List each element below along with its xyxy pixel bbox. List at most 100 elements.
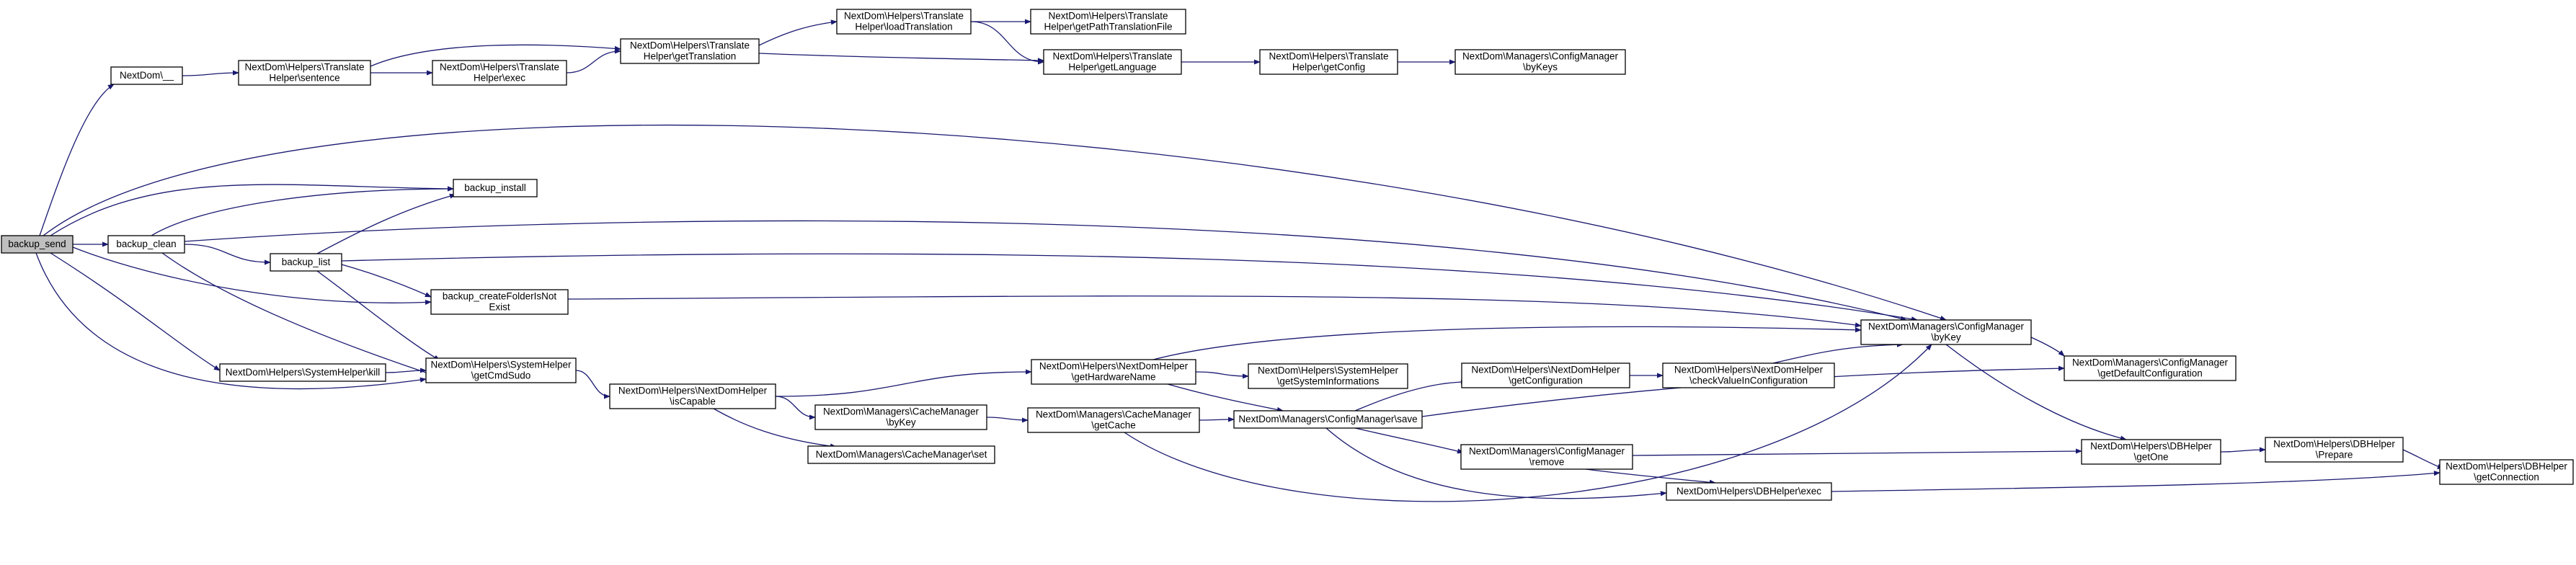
node-label: NextDom\Helpers\NextDomHelper bbox=[1039, 361, 1189, 372]
node-config_getDefaultConfiguration[interactable]: NextDom\Managers\ConfigManager\getDefaul… bbox=[2064, 355, 2237, 381]
node-label: NextDom\Managers\ConfigManager bbox=[1462, 51, 1619, 62]
edge-backup_send-to-nextdom_underscore bbox=[39, 84, 115, 236]
node-db_exec[interactable]: NextDom\Helpers\DBHelper\exec bbox=[1666, 482, 1832, 501]
node-config_remove[interactable]: NextDom\Managers\ConfigManager\remove bbox=[1460, 444, 1633, 470]
edge-backup_clean-to-system_getCmdSudo bbox=[161, 252, 433, 375]
node-box bbox=[2265, 437, 2404, 463]
edge-translate_sentence-to-translate_getTranslation bbox=[370, 44, 621, 67]
node-label: Helper\getTranslation bbox=[644, 51, 737, 62]
node-box bbox=[107, 235, 185, 254]
node-box bbox=[2064, 355, 2237, 381]
node-label: NextDom\Managers\CacheManager\set bbox=[816, 449, 987, 460]
node-config_byKey[interactable]: NextDom\Managers\ConfigManager\byKey bbox=[1860, 319, 2032, 345]
node-box bbox=[238, 60, 371, 86]
edge-translate_loadTranslation-to-translate_getLanguage bbox=[970, 21, 1044, 65]
edge-nextdom_getHardwareName-to-config_save bbox=[1167, 383, 1284, 412]
edge-cache_getCache-to-config_save bbox=[1199, 417, 1235, 422]
node-label: NextDom\Helpers\SystemHelper bbox=[1258, 365, 1399, 376]
node-nextdom_getHardwareName[interactable]: NextDom\Helpers\NextDomHelper\getHardwar… bbox=[1031, 359, 1196, 385]
node-translate_getConfig[interactable]: NextDom\Helpers\TranslateHelper\getConfi… bbox=[1259, 49, 1398, 75]
node-translate_loadTranslation[interactable]: NextDom\Helpers\TranslateHelper\loadTran… bbox=[836, 9, 972, 35]
node-label: NextDom\Helpers\SystemHelper\kill bbox=[226, 367, 381, 378]
edge-backup_list-to-backup_install bbox=[316, 193, 456, 254]
node-system_getCmdSudo[interactable]: NextDom\Helpers\SystemHelper\getCmdSudo bbox=[425, 357, 577, 383]
node-label: Helper\getLanguage bbox=[1068, 62, 1156, 73]
node-db_getConnection[interactable]: NextDom\Helpers\DBHelper\getConnection bbox=[2439, 459, 2574, 485]
node-label: \getCmdSudo bbox=[471, 370, 531, 381]
node-label: \getHardwareName bbox=[1071, 372, 1155, 383]
node-nextdom_isCapable[interactable]: NextDom\Helpers\NextDomHelper\isCapable bbox=[609, 383, 776, 409]
node-box bbox=[270, 253, 342, 272]
node-box bbox=[1043, 49, 1182, 75]
edges-layer bbox=[35, 19, 2444, 502]
node-cache_byKey[interactable]: NextDom\Managers\CacheManager\byKey bbox=[814, 404, 987, 430]
node-label: \getConfiguration bbox=[1509, 375, 1583, 386]
node-box bbox=[2081, 439, 2221, 465]
node-box bbox=[432, 60, 567, 86]
node-label: \Prepare bbox=[2316, 450, 2353, 461]
node-cache_set[interactable]: NextDom\Managers\CacheManager\set bbox=[807, 445, 995, 464]
edge-config_remove-to-db_exec bbox=[1585, 468, 1716, 485]
edge-nextdom_getHardwareName-to-system_getSystemInformations bbox=[1195, 371, 1249, 379]
node-translate_getPathTranslationFile[interactable]: NextDom\Helpers\TranslateHelper\getPathT… bbox=[1030, 9, 1186, 35]
node-label: NextDom\Helpers\Translate bbox=[1052, 51, 1172, 62]
node-label: backup_install bbox=[464, 182, 526, 193]
node-label: NextDom\Helpers\SystemHelper bbox=[430, 360, 572, 370]
node-label: Helper\getConfig bbox=[1292, 62, 1365, 73]
edge-cache_byKey-to-cache_getCache bbox=[986, 417, 1029, 423]
node-config_byKeys[interactable]: NextDom\Managers\ConfigManager\byKeys bbox=[1454, 49, 1626, 75]
node-label: NextDom\Managers\ConfigManager bbox=[1469, 446, 1625, 457]
edge-db_exec-to-db_getConnection bbox=[1831, 471, 2440, 492]
node-label: NextDom\Helpers\Translate bbox=[844, 11, 964, 22]
node-db_getOne[interactable]: NextDom\Helpers\DBHelper\getOne bbox=[2081, 439, 2221, 465]
node-translate_getLanguage[interactable]: NextDom\Helpers\TranslateHelper\getLangu… bbox=[1043, 49, 1182, 75]
node-translate_getTranslation[interactable]: NextDom\Helpers\TranslateHelper\getTrans… bbox=[620, 38, 760, 64]
node-label: NextDom\Helpers\DBHelper\exec bbox=[1676, 486, 1821, 497]
edge-backup_send-to-system_kill bbox=[50, 252, 221, 371]
node-label: Helper\sentence bbox=[269, 73, 339, 84]
node-label: backup_createFolderIsNot bbox=[443, 291, 557, 302]
node-system_kill[interactable]: NextDom\Helpers\SystemHelper\kill bbox=[219, 363, 386, 382]
node-label: NextDom\__ bbox=[120, 70, 174, 81]
node-label: \getCache bbox=[1091, 420, 1136, 431]
node-box bbox=[807, 445, 995, 464]
node-backup_clean[interactable]: backup_clean bbox=[107, 235, 185, 254]
edge-config_save-to-db_exec bbox=[1325, 427, 1667, 499]
node-label: backup_clean bbox=[116, 239, 176, 249]
edge-backup_clean-to-backup_list bbox=[184, 244, 271, 265]
node-backup_list[interactable]: backup_list bbox=[270, 253, 342, 272]
node-label: NextDom\Helpers\Translate bbox=[630, 40, 750, 51]
node-label: Helper\getPathTranslationFile bbox=[1044, 22, 1172, 32]
node-label: backup_list bbox=[282, 257, 331, 267]
node-nextdom_underscore[interactable]: NextDom\__ bbox=[110, 66, 183, 85]
node-label: \isCapable bbox=[670, 396, 716, 407]
node-label: \byKey bbox=[1931, 332, 1961, 343]
edge-backup_send-to-config_byKey bbox=[43, 124, 1947, 321]
node-box bbox=[2439, 459, 2574, 485]
node-label: NextDom\Helpers\DBHelper bbox=[2446, 461, 2567, 472]
node-label: NextDom\Helpers\Translate bbox=[1269, 51, 1388, 62]
node-box bbox=[836, 9, 972, 35]
edge-db_prepare-to-db_getConnection bbox=[2402, 449, 2444, 469]
edge-nextdom_isCapable-to-cache_byKey bbox=[775, 396, 816, 420]
node-label: backup_send bbox=[8, 239, 66, 249]
node-backup_send[interactable]: backup_send bbox=[1, 235, 74, 254]
node-config_save[interactable]: NextDom\Managers\ConfigManager\save bbox=[1233, 410, 1423, 429]
node-box bbox=[620, 38, 760, 64]
node-backup_install[interactable]: backup_install bbox=[453, 179, 538, 197]
node-label: \checkValueInConfiguration bbox=[1689, 375, 1808, 386]
node-nextdom_getConfiguration[interactable]: NextDom\Helpers\NextDomHelper\getConfigu… bbox=[1461, 362, 1630, 388]
node-db_prepare[interactable]: NextDom\Helpers\DBHelper\Prepare bbox=[2265, 437, 2404, 463]
node-box bbox=[425, 357, 577, 383]
node-system_getSystemInformations[interactable]: NextDom\Helpers\SystemHelper\getSystemIn… bbox=[1248, 363, 1408, 389]
edge-system_getCmdSudo-to-nextdom_isCapable bbox=[575, 370, 610, 399]
node-nextdom_checkValueInConfiguration[interactable]: NextDom\Helpers\NextDomHelper\checkValue… bbox=[1662, 362, 1835, 388]
node-label: \getConnection bbox=[2474, 472, 2539, 483]
edge-backup_clean-to-backup_install bbox=[151, 186, 454, 236]
edge-translate_getTranslation-to-translate_loadTranslation bbox=[758, 19, 838, 46]
node-cache_getCache[interactable]: NextDom\Managers\CacheManager\getCache bbox=[1027, 407, 1200, 433]
node-box bbox=[1666, 482, 1832, 501]
